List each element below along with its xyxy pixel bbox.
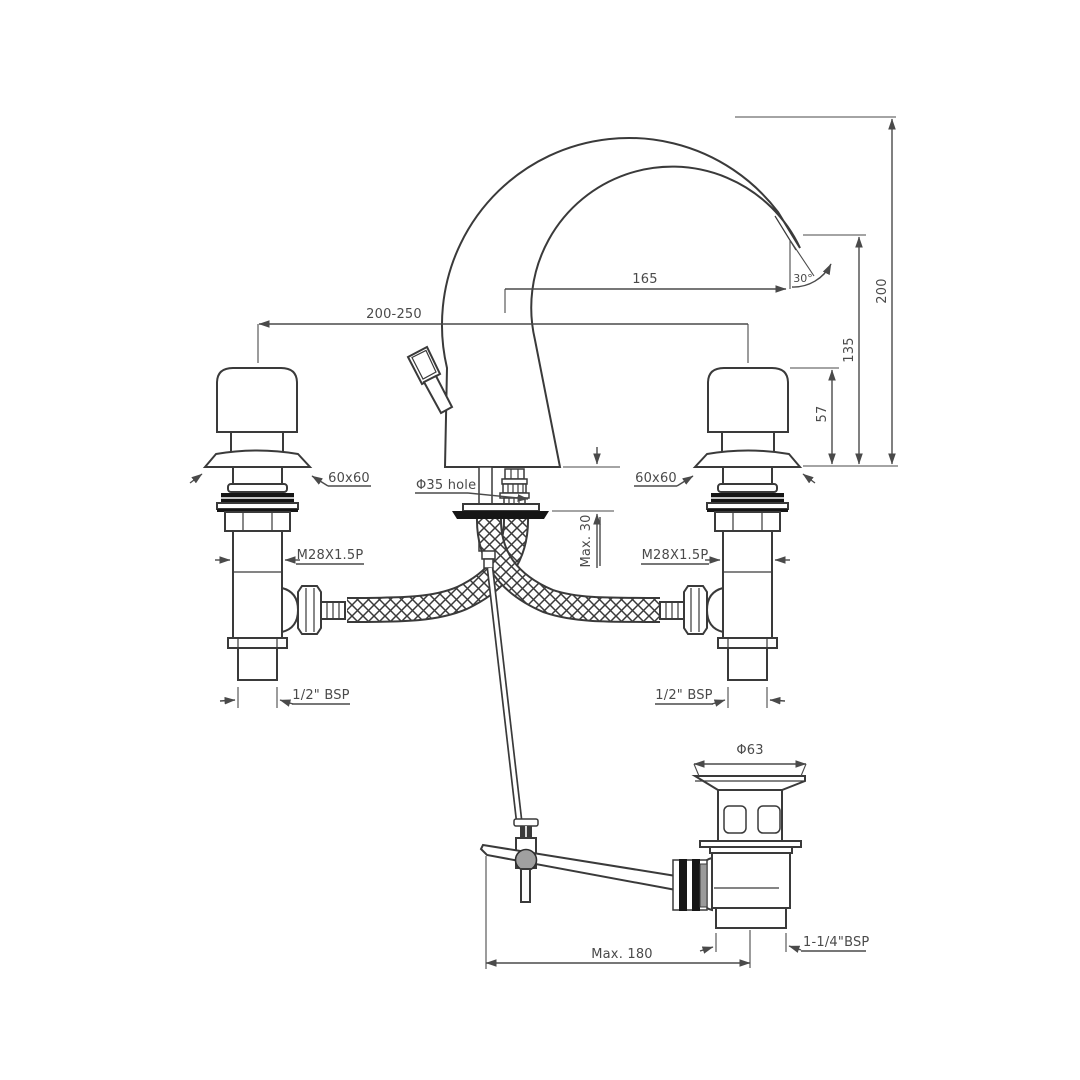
dim-overall-height: 200 xyxy=(875,278,890,303)
dim-handle-height: 57 xyxy=(815,406,830,423)
dim-mount-hole: Φ35 hole xyxy=(416,478,476,493)
dimensions: 200 135 57 165 30° 200-250 Φ35 hole Max.… xyxy=(257,116,898,969)
dim-right-thread: M28X1.5P xyxy=(642,548,709,563)
deck-clamp xyxy=(452,503,549,519)
dim-waste-flange: Φ63 xyxy=(736,743,763,758)
dim-rod-reach: Max. 180 xyxy=(591,947,653,962)
dim-spout-reach: 165 xyxy=(632,272,657,287)
dim-left-inlet: 1/2" BSP xyxy=(292,688,349,703)
dim-left-thread: M28X1.5P xyxy=(297,548,364,563)
left-valve xyxy=(190,368,371,708)
dim-outlet-height: 135 xyxy=(842,337,857,362)
dim-right-inlet: 1/2" BSP xyxy=(655,688,712,703)
dim-counter-thickness: Max. 30 xyxy=(579,514,594,567)
dim-hole-spacing: 200-250 xyxy=(366,307,422,322)
supply-hoses xyxy=(346,516,661,623)
dim-waste-thread: 1-1/4"BSP xyxy=(803,935,869,950)
pop-up-waste xyxy=(672,775,806,929)
dim-left-escutcheon: 60x60 xyxy=(328,471,370,486)
dim-right-escutcheon: 60x60 xyxy=(635,471,677,486)
pop-up-rod-linkage xyxy=(479,550,677,903)
faucet-lever-handle xyxy=(406,345,454,415)
right-valve xyxy=(634,368,815,708)
dim-spray-angle: 30° xyxy=(793,272,813,285)
